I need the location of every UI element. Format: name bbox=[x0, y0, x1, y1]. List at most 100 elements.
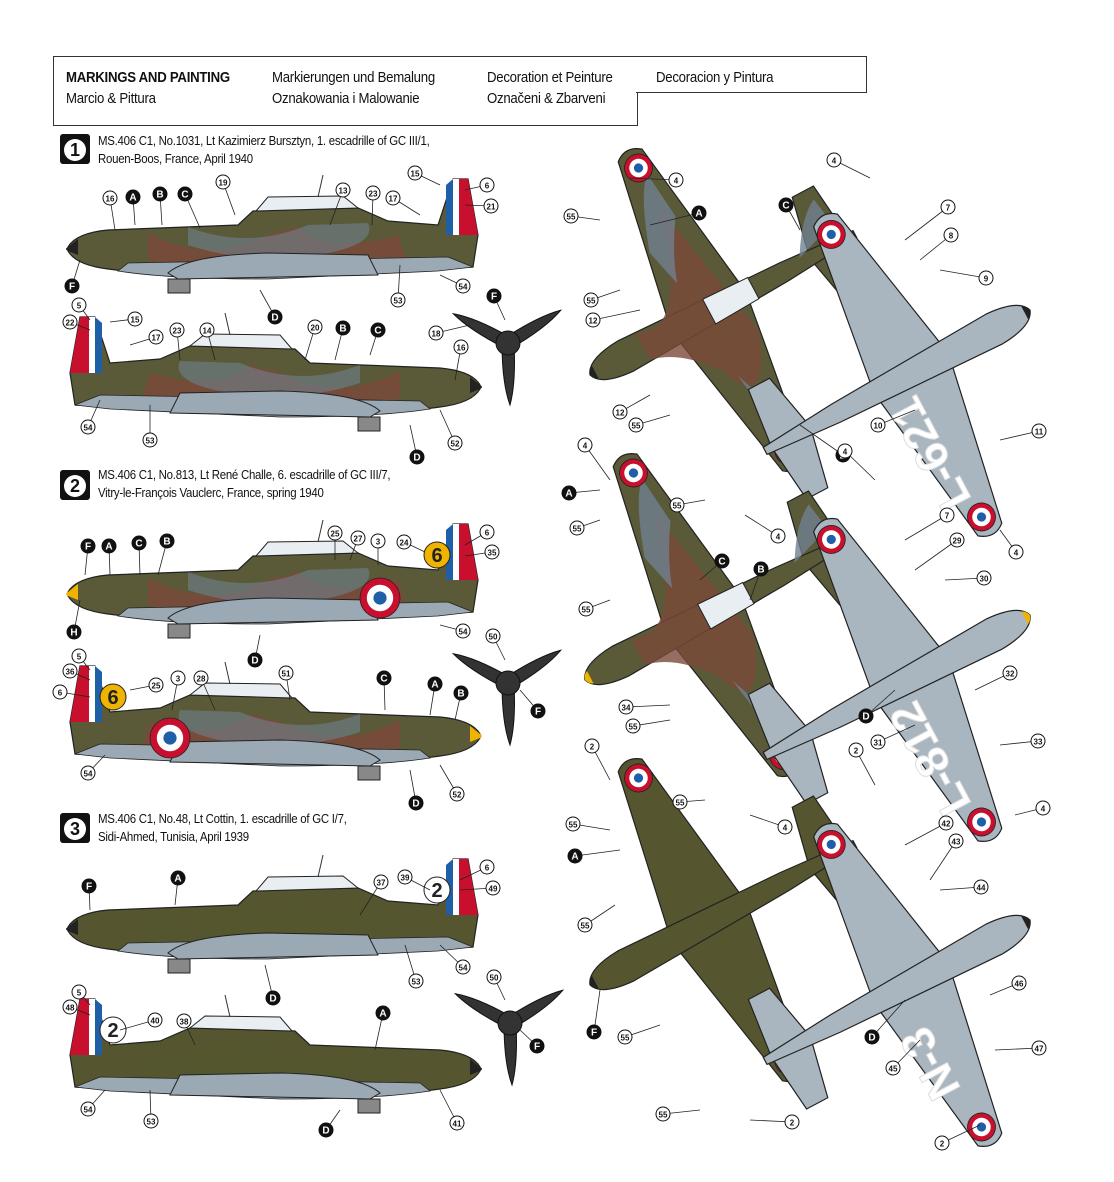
callout-marker bbox=[376, 670, 392, 686]
callout-label: D bbox=[251, 656, 258, 667]
callout-label: F bbox=[535, 707, 541, 718]
spinner bbox=[589, 976, 599, 989]
callout-marker bbox=[62, 999, 78, 1015]
callout-label: 55 bbox=[587, 297, 596, 306]
callout-label: 42 bbox=[942, 820, 951, 829]
callout-marker bbox=[375, 1005, 391, 1021]
callout-label: B bbox=[757, 565, 764, 576]
rudder-red bbox=[70, 317, 95, 373]
scheme-2-caption: MS.406 C1, No.813, Lt René Challe, 6. es… bbox=[98, 466, 391, 502]
callout-marker bbox=[170, 670, 186, 686]
callout-marker bbox=[62, 663, 78, 679]
callout-label: 10 bbox=[874, 422, 883, 431]
callout-marker bbox=[938, 815, 954, 831]
callout-leader bbox=[904, 822, 947, 846]
propeller-2 bbox=[451, 649, 563, 747]
side-profile-1b bbox=[69, 312, 482, 432]
title-cz: Označeni & Zbarveni bbox=[487, 90, 606, 107]
scheme-3-number: 3 bbox=[64, 818, 86, 840]
callout-marker bbox=[177, 186, 193, 202]
bottom-view-2: L-812 bbox=[747, 517, 1031, 842]
callout-label: 4 bbox=[583, 442, 588, 451]
propeller-hub bbox=[495, 670, 521, 696]
rudder-red bbox=[453, 179, 478, 235]
callout-label: 28 bbox=[197, 675, 206, 684]
scheme-2-badge: 2 bbox=[60, 470, 90, 500]
callout-label: 17 bbox=[152, 334, 161, 343]
callout-marker bbox=[407, 165, 423, 181]
callout-label: 29 bbox=[953, 537, 962, 546]
roundel-blue bbox=[976, 1122, 987, 1132]
callout-label: 3 bbox=[376, 538, 381, 547]
callout-marker bbox=[668, 172, 684, 188]
radiator bbox=[167, 623, 191, 639]
scheme-3-badge: 3 bbox=[60, 813, 90, 843]
callout-label: 4 bbox=[1041, 805, 1046, 814]
callout-label: 14 bbox=[203, 327, 212, 336]
callout-marker bbox=[583, 292, 599, 308]
rudder-blue bbox=[446, 179, 453, 235]
roundel-blue bbox=[633, 163, 644, 173]
callout-label: 27 bbox=[354, 535, 363, 544]
callout-marker bbox=[455, 959, 471, 975]
callout-label: 6 bbox=[485, 182, 490, 191]
callout-marker bbox=[385, 190, 401, 206]
antenna-mast bbox=[317, 174, 324, 198]
propeller-blade bbox=[501, 682, 515, 747]
callout-marker bbox=[578, 601, 594, 617]
callout-leader bbox=[939, 269, 987, 279]
callout-label: 55 bbox=[581, 922, 590, 931]
callout-label: D bbox=[271, 313, 278, 324]
callout-label: 4 bbox=[776, 533, 781, 542]
callout-leader bbox=[574, 849, 621, 857]
side-profile-3a bbox=[66, 854, 479, 974]
rudder-blue bbox=[95, 999, 102, 1055]
callout-label: 16 bbox=[457, 344, 466, 353]
title-pl: Oznakowania i Malowanie bbox=[272, 90, 420, 107]
callout-marker bbox=[864, 1029, 880, 1045]
callout-marker bbox=[885, 1060, 901, 1076]
callout-marker bbox=[479, 524, 495, 540]
callout-marker bbox=[148, 329, 164, 345]
callout-label: 31 bbox=[874, 739, 883, 748]
callout-marker bbox=[939, 507, 955, 523]
callout-label: 4 bbox=[674, 177, 679, 186]
callout-marker bbox=[101, 538, 117, 554]
callout-marker bbox=[978, 270, 994, 286]
callout-label: A bbox=[105, 542, 112, 553]
rudder-blue bbox=[95, 317, 102, 373]
callout-label: 2 bbox=[790, 1119, 795, 1128]
callout-label: 7 bbox=[946, 204, 951, 213]
callout-marker bbox=[365, 185, 381, 201]
callout-label: 55 bbox=[573, 525, 582, 534]
callout-leader bbox=[871, 999, 906, 1038]
callout-marker bbox=[1008, 544, 1024, 560]
callout-label: 55 bbox=[629, 723, 638, 732]
canopy bbox=[254, 875, 360, 892]
scheme-1-badge: 1 bbox=[60, 134, 90, 164]
radiator bbox=[167, 958, 191, 974]
callout-label: 15 bbox=[411, 170, 420, 179]
callout-label: 6 bbox=[485, 529, 490, 538]
callout-label: 44 bbox=[977, 884, 986, 893]
callout-marker bbox=[485, 628, 501, 644]
spinner bbox=[584, 671, 594, 684]
callout-label: B bbox=[163, 537, 170, 548]
callout-marker bbox=[483, 198, 499, 214]
callout-marker bbox=[973, 879, 989, 895]
callout-label: 4 bbox=[832, 157, 837, 166]
callout-marker bbox=[247, 652, 263, 668]
callout-label: 55 bbox=[673, 502, 682, 511]
callout-marker bbox=[127, 311, 143, 327]
callout-marker bbox=[318, 1122, 334, 1138]
callout-label: 51 bbox=[282, 670, 291, 679]
callout-marker bbox=[66, 624, 82, 640]
camo-grey bbox=[188, 568, 370, 604]
callout-label: C bbox=[782, 201, 789, 212]
callout-marker bbox=[577, 917, 593, 933]
callout-label: 18 bbox=[432, 330, 441, 339]
callout-label: 25 bbox=[152, 682, 161, 691]
callout-label: 3 bbox=[176, 675, 181, 684]
fin-code: 2 bbox=[107, 1020, 118, 1042]
callout-label: A bbox=[695, 209, 702, 220]
